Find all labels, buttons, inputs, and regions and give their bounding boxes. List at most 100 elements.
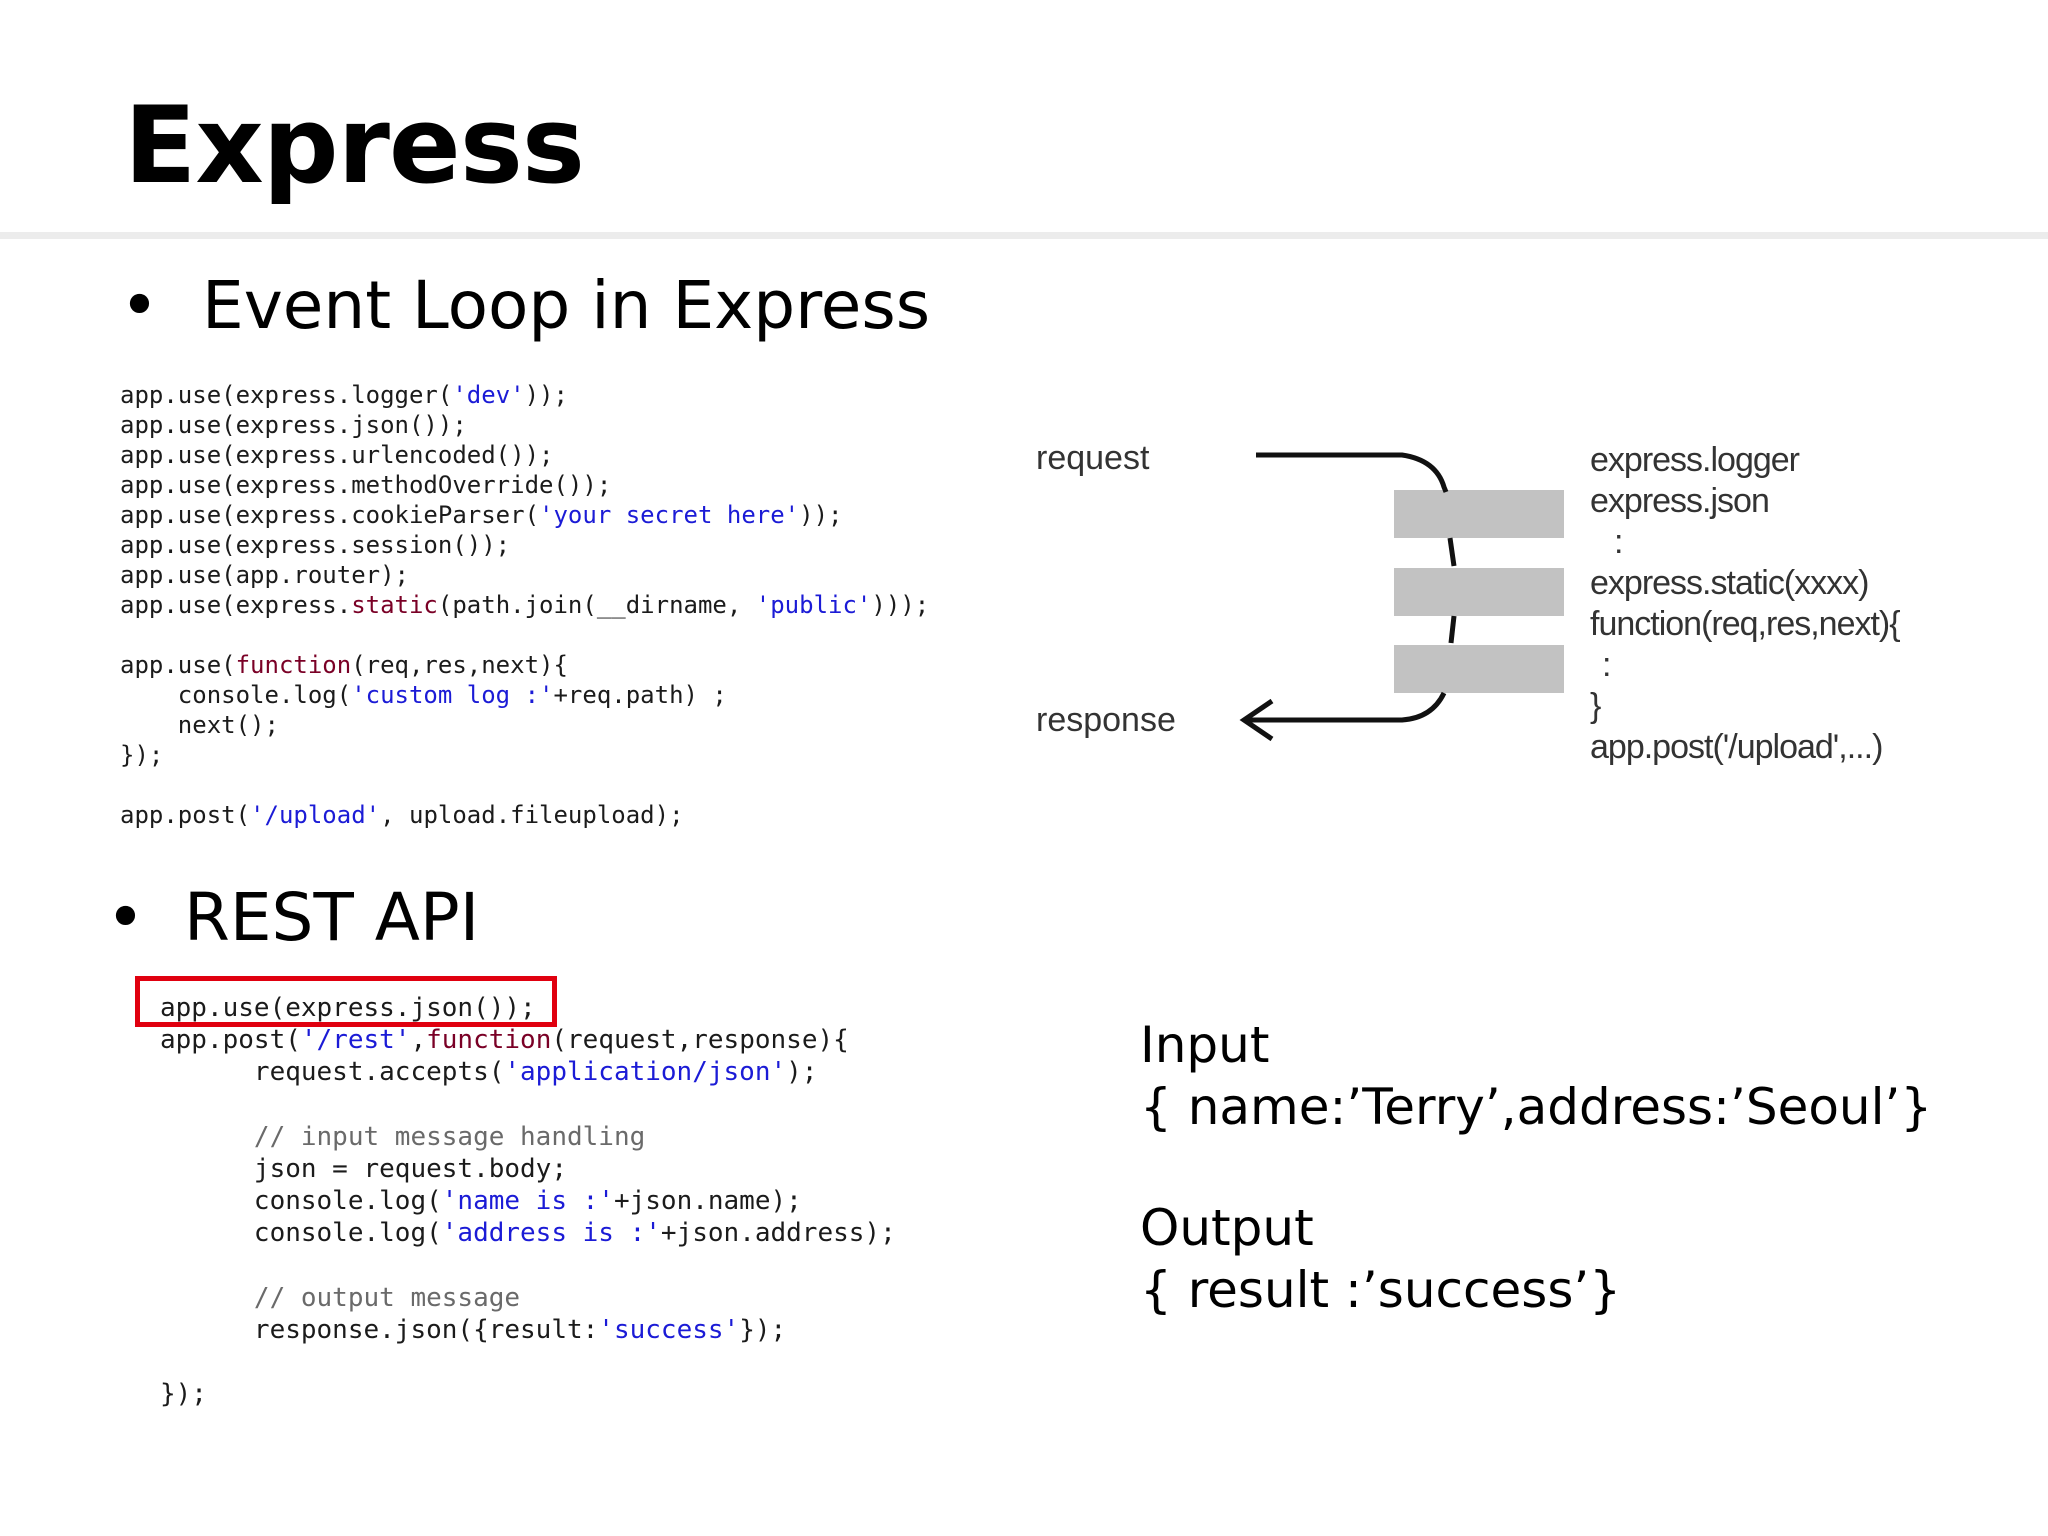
code-token: )); [799,501,843,529]
code-line: app.use(express.json()); [160,993,536,1023]
middleware-item: express.static(xxxx) [1590,564,1869,602]
code-token: +json.address); [660,1218,896,1249]
code-token: console.log( [160,1218,442,1249]
code-token: 'dev' [452,381,525,409]
code-token: 'address is :' [441,1218,661,1249]
code-line: app.use(express.cookieParser('your secre… [120,501,842,529]
middleware-bar [1394,568,1564,616]
code-token: (req,res,next){ [351,651,568,679]
code-token: 'name is :' [441,1186,614,1217]
code-token: // input message handling [160,1121,646,1152]
code-token: 'public' [755,591,872,619]
middleware-item: function(req,res,next){ [1590,605,1901,643]
code-token: static [351,591,438,619]
code-line: app.use(express.methodOverride()); [120,471,611,499]
code-line: // input message handling [160,1122,645,1152]
code-token: (path.join(__dirname, [437,591,756,619]
flow-line-segment [1447,537,1457,567]
code-token: , upload.fileupload); [380,801,684,829]
code-token: +json.name); [613,1186,802,1217]
middleware-bar [1394,490,1564,538]
code-token: '/rest' [300,1025,411,1056]
code-line: app.use(express.json()); [120,411,467,439]
code-line: response.json({result:'success'}); [160,1315,786,1345]
code-token: app.use(app.router); [120,561,409,589]
code-line: app.post('/rest',function(request,respon… [160,1025,849,1055]
middleware-item: express.logger [1590,441,1800,479]
code-token: function [235,651,352,679]
code-line: app.use(express.logger('dev')); [120,381,568,409]
code-token: json = request.body; [160,1154,567,1185]
code-line: request.accepts('application/json'); [160,1057,818,1088]
code-token: // output message [160,1282,521,1313]
code-line: app.use(express.session()); [120,531,510,559]
code-token: )); [524,381,568,409]
code-line: next(); [120,711,279,739]
middleware-item: app.post('/upload',...) [1590,728,1883,766]
code-token: app.use(express.methodOverride()); [120,471,612,499]
code-token: 'custom log :' [351,681,554,709]
code-token: app.use(express.urlencoded()); [120,441,554,469]
code-line: console.log('name is :'+json.name); [160,1186,802,1216]
section-heading-event-loop: Event Loop in Express [202,267,931,344]
input-value: { name:’Terry’,address:’Seoul’} [1140,1078,1933,1136]
code-token: 'application/json' [504,1057,787,1088]
code-line: app.use(app.router); [120,561,409,589]
code-token: 'success' [598,1315,740,1346]
code-line: app.post('/upload', upload.fileupload); [120,801,684,829]
code-token: (request,response){ [551,1025,849,1056]
bullet-dot: • [120,267,159,344]
highlight-box [135,976,557,1027]
code-line: // output message [160,1283,520,1313]
title-divider [0,232,2048,239]
code-token: ))); [871,591,930,619]
code-token: }); [120,741,164,769]
code-token: app.use(express.logger( [120,381,453,409]
code-token: '/upload' [250,801,381,829]
code-block-event-loop: app.use(express.logger('dev')); app.use(… [120,380,929,830]
response-arrow-line [1246,691,1447,723]
code-block-rest-api: app.use(express.json()); app.post('/rest… [160,992,896,1411]
output-value: { result :’success’} [1140,1261,1622,1319]
input-label: Input [1140,1016,1270,1074]
code-token: app.use(express.cookieParser( [120,501,540,529]
code-line: json = request.body; [160,1154,567,1184]
slide-title: Express [124,84,585,207]
code-line: app.use(function(req,res,next){ [120,651,568,679]
code-token: +req.path) ; [553,681,727,709]
middleware-item: } [1590,687,1601,725]
code-line: console.log('address is :'+json.address)… [160,1218,896,1248]
code-token: next(); [120,711,279,739]
code-token: app.use(express.json()); [120,411,467,439]
code-token: ); [786,1057,818,1088]
code-token: app.use( [120,651,236,679]
code-token: app.use(express.session()); [120,531,511,559]
bullet-dot: • [106,879,145,956]
section-heading-rest-api: REST API [184,879,480,956]
code-line: app.use(express.urlencoded()); [120,441,553,469]
code-token: app.post( [160,1025,301,1056]
code-token: 'your secret here' [539,501,800,529]
code-token: response.json({result: [160,1315,599,1346]
code-line: }); [160,1379,207,1409]
response-label: response [1036,701,1176,739]
code-token: console.log( [160,1186,442,1217]
flow-line-segment [1448,615,1457,644]
request-arrow-line [1256,452,1449,493]
code-line: console.log('custom log :'+req.path) ; [120,681,727,709]
arrow-head-icon [1239,698,1274,742]
code-token: app.post( [120,801,251,829]
output-label: Output [1140,1199,1314,1257]
code-token: function [426,1025,552,1056]
code-token: app.use(express. [120,591,352,619]
code-token: , [410,1025,427,1056]
code-line: }); [120,741,163,769]
code-token: }); [160,1379,207,1410]
middleware-ellipsis: : [1614,523,1624,561]
middleware-ellipsis: : [1602,646,1612,684]
request-label: request [1036,439,1150,477]
middleware-item: express.json [1590,482,1770,520]
code-token: console.log( [120,681,352,709]
middleware-bar [1394,645,1564,693]
